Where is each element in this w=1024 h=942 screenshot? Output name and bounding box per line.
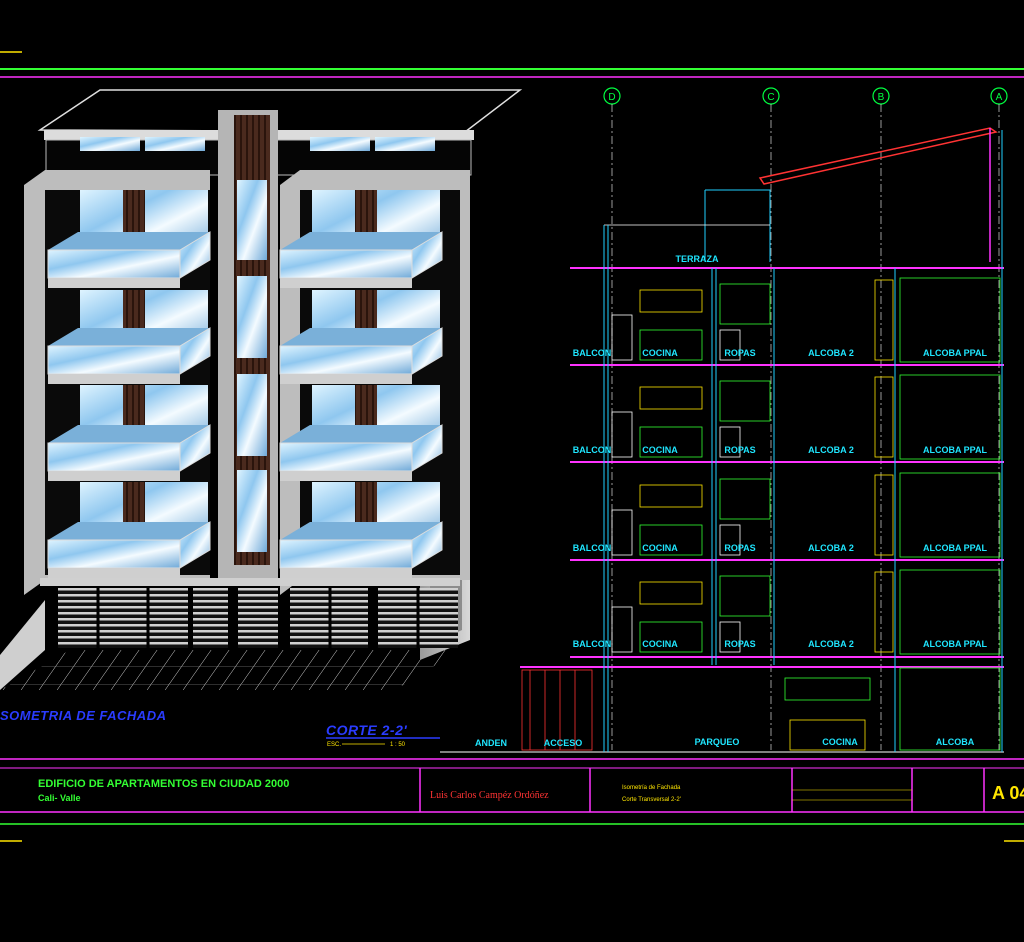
left-block-floors [47, 190, 211, 578]
parqueo-label: PARQUEO [695, 737, 740, 747]
alcoba2-label: ALCOBA 2 [808, 445, 854, 455]
balcon-label: BALCON [573, 543, 612, 553]
author-name: Luis Carlos Campéz Ordóñez [430, 790, 549, 801]
cocina-label: COCINA [642, 445, 678, 455]
alcoba-ppal-label: ALCOBA PPAL [923, 543, 988, 553]
axis-b-label: B [878, 92, 885, 103]
alcoba-ppal-label: ALCOBA PPAL [923, 348, 988, 358]
axis-markers: D C B A [603, 87, 1008, 750]
axis-a-label: A [996, 92, 1003, 103]
sheet-number: A 04 [992, 783, 1024, 803]
cocina-label: COCINA [642, 348, 678, 358]
isometria-title: SOMETRIA DE FACHADA [0, 708, 166, 723]
terrace-label: TERRAZA [676, 254, 719, 264]
right-block-floors [279, 190, 443, 578]
section-walls [603, 130, 1003, 752]
frame [0, 51, 1024, 842]
acceso-label: ACCESO [544, 738, 583, 748]
scale-label: ESC. [327, 742, 341, 748]
project-location: Cali- Valle [38, 793, 81, 803]
cocina-label: COCINA [642, 543, 678, 553]
corte-title: CORTE 2-2' [326, 722, 407, 738]
cocina-label: COCINA [642, 639, 678, 649]
balcon-label: BALCON [573, 348, 612, 358]
title-block: EDIFICIO DE APARTAMENTOS EN CIUDAD 2000 … [0, 767, 1024, 812]
alcoba2-label: ALCOBA 2 [808, 348, 854, 358]
anden-label: ANDEN [475, 738, 507, 748]
parking-floor [0, 650, 460, 690]
alcoba2-label: ALCOBA 2 [808, 543, 854, 553]
ropas-label: ROPAS [724, 543, 755, 553]
left-wall [0, 600, 45, 690]
axis-d-label: D [608, 92, 615, 103]
balcon-label: BALCON [573, 445, 612, 455]
scale-value: 1 : 50 [390, 742, 406, 748]
ground-cocina-label: COCINA [822, 737, 858, 747]
ground-alcoba-label: ALCOBA [936, 737, 975, 747]
section-drawing: D C B A TERRAZA [440, 87, 1008, 753]
ropas-label: ROPAS [724, 639, 755, 649]
alcoba2-label: ALCOBA 2 [808, 639, 854, 649]
content-line-1: Isometría de Fachada [622, 785, 681, 791]
alcoba-ppal-label: ALCOBA PPAL [923, 445, 988, 455]
roof-slope [758, 127, 998, 185]
axis-c-label: C [767, 92, 774, 103]
roof-slab [37, 89, 523, 133]
garage-door-left [58, 588, 188, 648]
entrance-door [238, 588, 278, 648]
isometric-facade [0, 89, 523, 690]
balcon-label: BALCON [573, 639, 612, 649]
content-line-2: Corte Transversal 2-2' [622, 797, 681, 803]
ropas-label: ROPAS [724, 348, 755, 358]
room-labels: BALCON COCINA ROPAS ALCOBA 2 ALCOBA PPAL BALC… [573, 348, 988, 649]
floor-slabs [440, 267, 1004, 753]
alcoba-ppal-label: ALCOBA PPAL [923, 639, 988, 649]
section-furniture [521, 277, 1001, 751]
project-name: EDIFICIO DE APARTAMENTOS EN CIUDAD 2000 [38, 778, 289, 790]
ropas-label: ROPAS [724, 445, 755, 455]
